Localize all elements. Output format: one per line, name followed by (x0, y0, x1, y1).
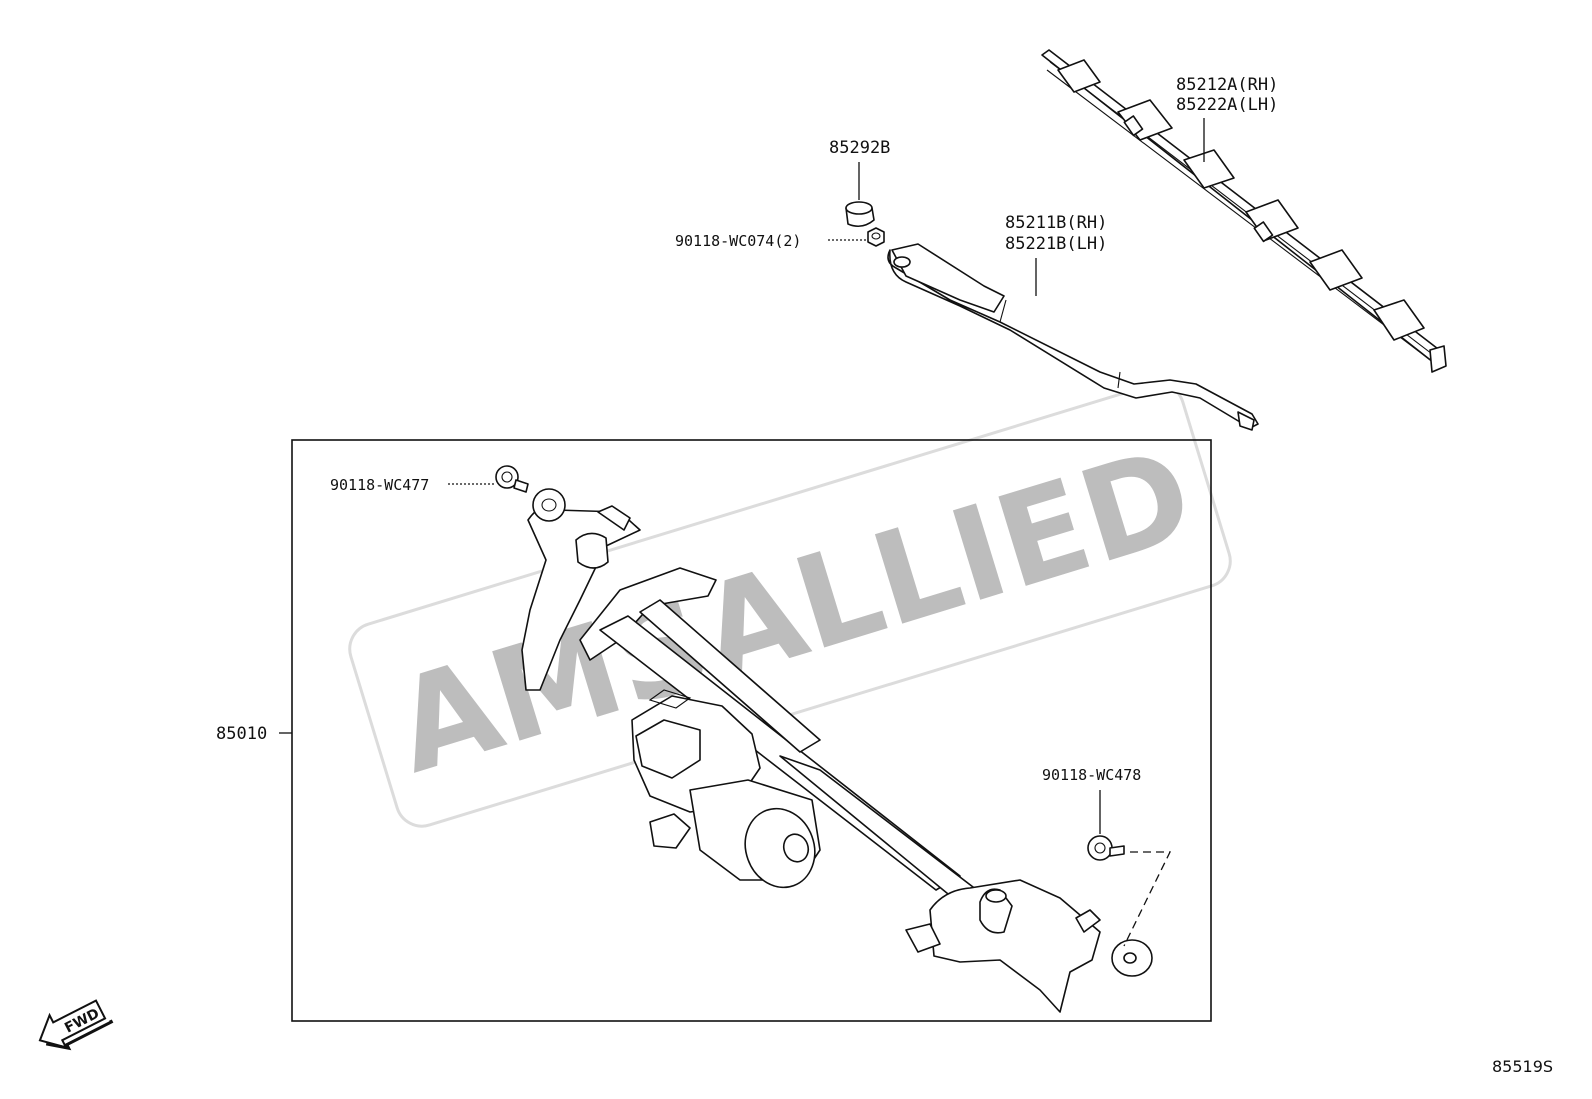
arm-nut[interactable] (867, 227, 885, 247)
bolt-left[interactable] (495, 465, 529, 493)
callout-nut: 90118-WC074(2) (675, 232, 801, 250)
callout-linkage-assembly: 85010 (216, 724, 267, 744)
callout-bolt-right: 90118-WC478 (1042, 766, 1141, 784)
wiper-blade[interactable] (1041, 49, 1447, 373)
callout-arm-rh: 85211B(RH) (1005, 213, 1107, 233)
callout-cap: 85292B (829, 138, 890, 158)
callout-blade-lh: 85222A(LH) (1176, 95, 1278, 115)
arm-cap[interactable] (845, 201, 875, 228)
callout-arm-lh: 85221B(LH) (1005, 234, 1107, 254)
diagram-code: 85519S (1492, 1057, 1553, 1076)
wiper-arm[interactable] (887, 243, 1259, 431)
leaders (279, 118, 1205, 947)
callout-labels: 85212A(RH) 85222A(LH) 85292B 90118-WC074… (216, 75, 1278, 784)
fwd-arrow: FWD (38, 999, 114, 1051)
wiper-linkage[interactable] (521, 488, 1153, 1013)
callout-bolt-left: 90118-WC477 (330, 476, 429, 494)
linkage-assembly-frame (291, 439, 1212, 1022)
callout-blade-rh: 85212A(RH) (1176, 75, 1278, 95)
bolt-right[interactable] (1087, 835, 1125, 861)
